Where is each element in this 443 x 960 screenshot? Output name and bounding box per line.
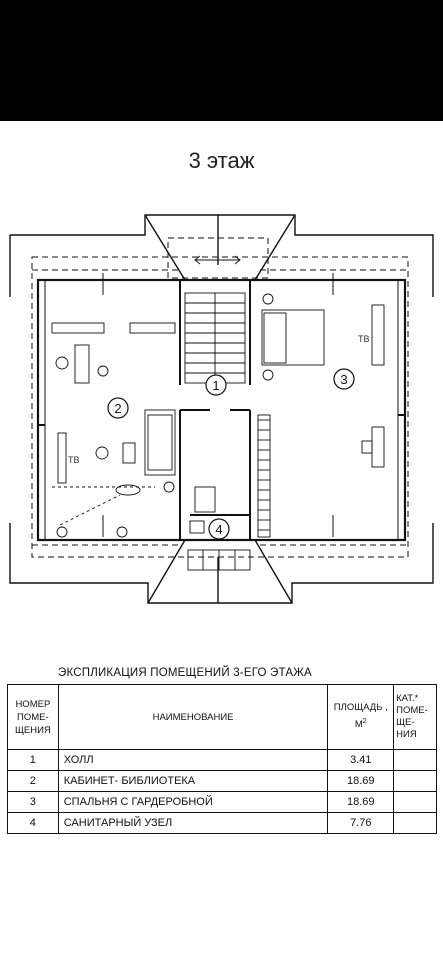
study-furniture [51, 322, 176, 538]
room-marker-3: 3 [333, 368, 355, 390]
tv-label-bedroom: ТВ [358, 334, 370, 344]
rooms-table: НОМЕР ПОМЕ- ЩЕНИЯ НАИМЕНОВАНИЕ ПЛОЩАДЬ ,… [7, 684, 437, 834]
room-marker-4-label: 4 [215, 522, 222, 537]
floor-plan: 1 2 3 4 ТВ ТВ [9, 214, 434, 604]
explication-title: ЭКСПЛИКАЦИЯ ПОМЕЩЕНИЙ 3-ЕГО ЭТАЖА [58, 667, 312, 679]
bathroom-fixtures [187, 486, 251, 571]
room-marker-1: 1 [205, 374, 227, 396]
roof-outline [9, 214, 434, 604]
table-row: 1 ХОЛЛ 3.41 [7, 749, 437, 771]
indicator-arrows [102, 273, 334, 537]
outer-walls [36, 278, 407, 542]
room-marker-2-label: 2 [114, 401, 121, 416]
table-header-row: НОМЕР ПОМЕ- ЩЕНИЯ НАИМЕНОВАНИЕ ПЛОЩАДЬ ,… [7, 684, 437, 750]
table-row: 4 САНИТАРНЫЙ УЗЕЛ 7.76 [7, 812, 437, 834]
table-row: 2 КАБИНЕТ- БИБЛИОТЕКА 18.69 [7, 770, 437, 792]
room-marker-3-label: 3 [340, 372, 347, 387]
staircase [184, 255, 246, 384]
header-category: КАТ.* ПОМЕ- ЩЕ- НИЯ [393, 684, 437, 750]
header-name: НАИМЕНОВАНИЕ [57, 684, 329, 750]
header-area: ПЛОЩАДЬ , М2 [327, 684, 395, 750]
room-marker-1-label: 1 [212, 378, 219, 393]
room-marker-4: 4 [208, 518, 230, 540]
header-number: НОМЕР ПОМЕ- ЩЕНИЯ [7, 684, 59, 750]
partitions [38, 280, 405, 540]
dashed-lines [31, 237, 409, 558]
tv-label-study: ТВ [68, 455, 80, 465]
room-marker-2: 2 [107, 397, 129, 419]
top-black-bar [0, 0, 443, 121]
table-row: 3 СПАЛЬНЯ С ГАРДЕРОБНОЙ 18.69 [7, 791, 437, 813]
floor-title: 3 этаж [188, 148, 255, 173]
bedroom-furniture [257, 293, 385, 538]
